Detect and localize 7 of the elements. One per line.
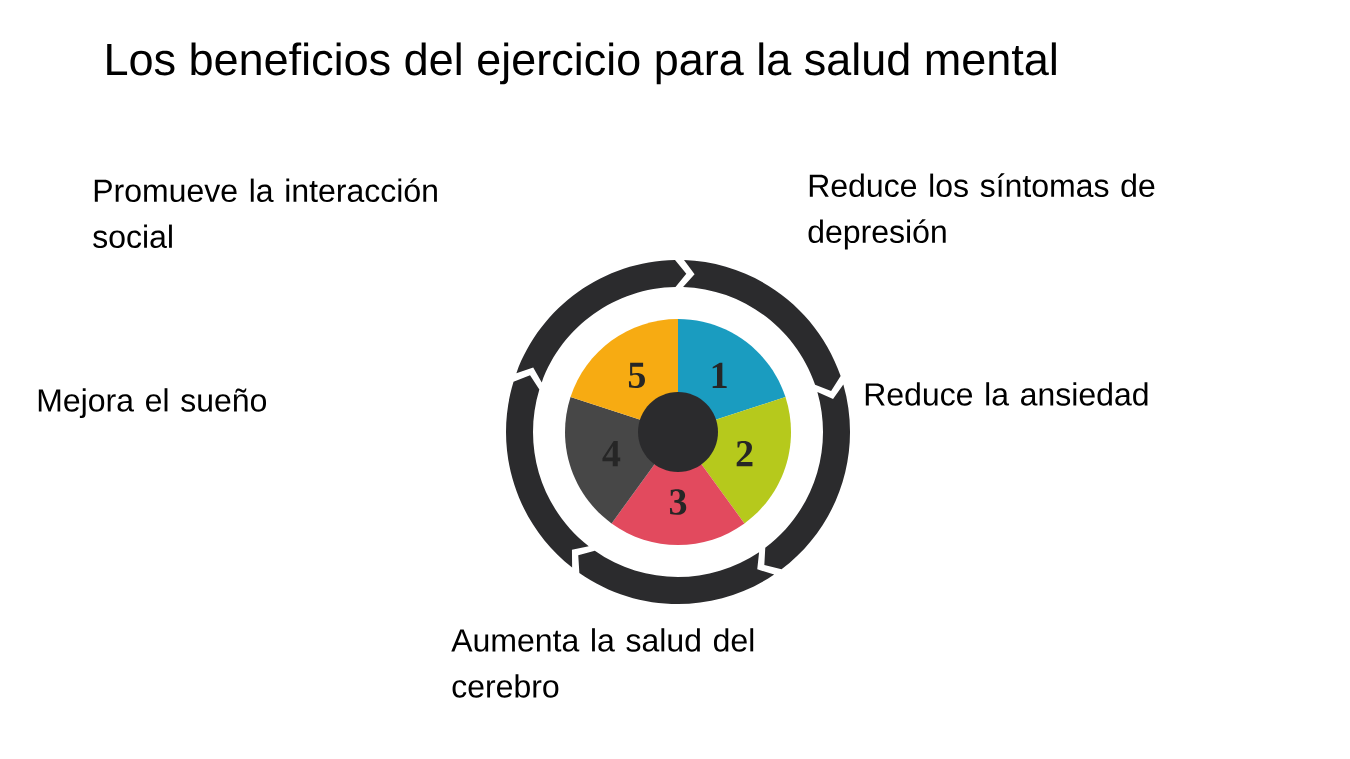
benefit-text: Reduce la ansiedad: [865, 382, 1148, 406]
benefit-text: Reduce los síntomas de depresión: [808, 173, 1155, 250]
title: Los beneficios del ejercicio para la salud mental: [107, 42, 1056, 85]
benefit-text: Promueve la interacción social: [93, 178, 437, 249]
center-circle: [638, 392, 718, 472]
benefit-text: Mejora el sueño: [38, 388, 267, 418]
benefit-text: Aumenta la salud del cerebro: [451, 628, 754, 698]
